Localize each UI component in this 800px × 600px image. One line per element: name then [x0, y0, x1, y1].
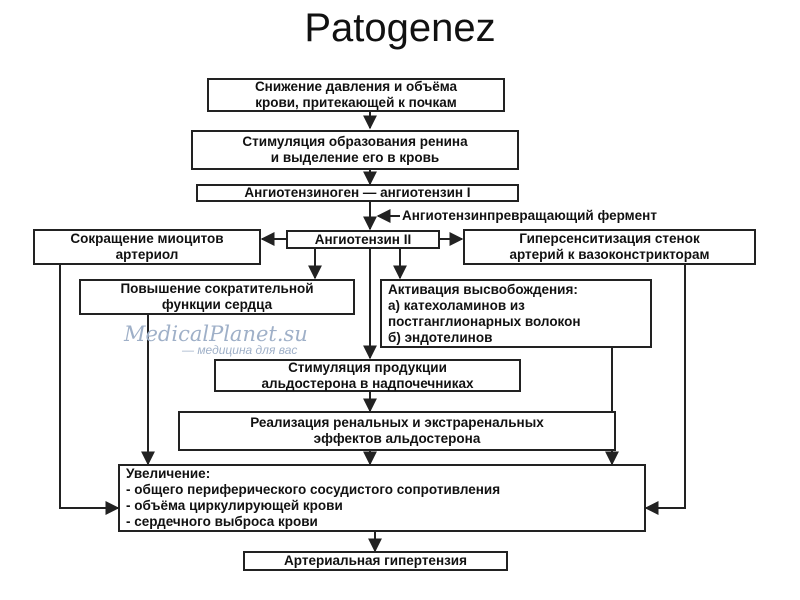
box-heart: Повышение сократительной функции сердца — [79, 279, 355, 315]
box-angiotensinogen: Ангиотензиноген — ангиотензин I — [196, 184, 519, 202]
box-myocytes-text: Сокращение миоцитов артериол — [70, 231, 224, 262]
watermark-logo: MedicalPlanet.su — [124, 322, 308, 346]
box-renin-text: Стимуляция образования ренина и выделени… — [242, 134, 468, 165]
box-hypertension-text: Артериальная гипертензия — [284, 553, 467, 568]
box-angiotensin2-text: Ангиотензин II — [314, 231, 412, 247]
box-increase: Увеличение: - общего периферического сос… — [118, 464, 646, 532]
box-hypersens: Гиперсенситизация стенок артерий к вазок… — [463, 229, 756, 265]
box-effects: Реализация ренальных и экстраренальных э… — [178, 411, 616, 451]
box-release-text: Активация высвобождения: а) катехоламино… — [388, 281, 581, 345]
label-ace: Ангиотензинпревращающий фермент — [402, 208, 657, 223]
page-title: Patogenez — [304, 6, 496, 50]
box-angiotensin2: Ангиотензин II — [286, 230, 440, 249]
box-release: Активация высвобождения: а) катехоламино… — [380, 279, 652, 348]
box-heart-text: Повышение сократительной функции сердца — [120, 281, 314, 312]
box-reduction-text: Снижение давления и объёма крови, притек… — [254, 79, 458, 110]
box-angiotensinogen-text: Ангиотензиноген — ангиотензин I — [244, 185, 471, 200]
box-renin: Стимуляция образования ренина и выделени… — [191, 130, 519, 170]
box-aldosterone-text: Стимуляция продукции альдостерона в надп… — [261, 359, 474, 391]
watermark-tagline: — медицина для вас — [182, 343, 298, 357]
box-increase-text: Увеличение: - общего периферического сос… — [126, 466, 501, 529]
box-myocytes: Сокращение миоцитов артериол — [33, 229, 261, 265]
arrow-myocytes-to-increase — [59, 265, 120, 515]
box-hypersens-text: Гиперсенситизация стенок артерий к вазок… — [509, 231, 710, 262]
box-reduction: Снижение давления и объёма крови, притек… — [207, 78, 505, 112]
box-aldosterone: Стимуляция продукции альдостерона в надп… — [214, 359, 521, 392]
box-effects-text: Реализация ренальных и экстраренальных э… — [250, 415, 544, 446]
arrow-hypersens-to-increase — [644, 265, 686, 515]
box-hypertension: Артериальная гипертензия — [243, 551, 508, 571]
